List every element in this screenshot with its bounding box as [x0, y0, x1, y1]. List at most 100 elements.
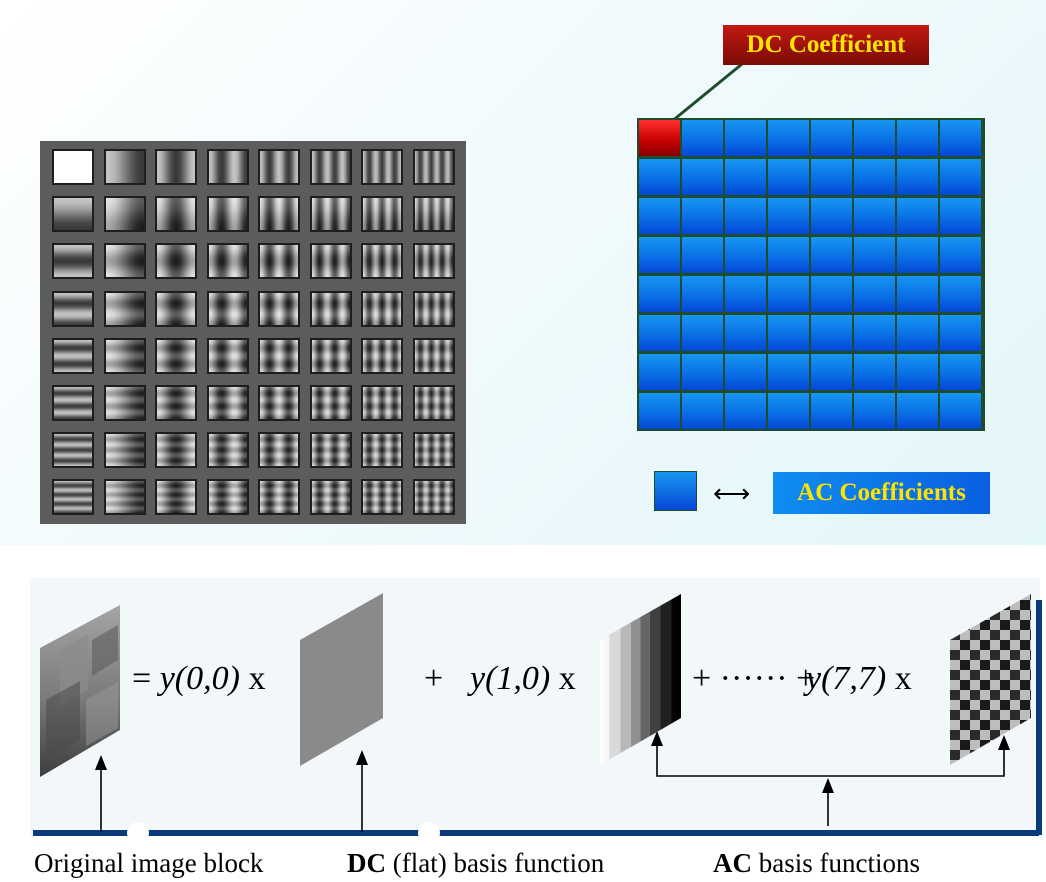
ac-coefficient-cell	[682, 159, 723, 195]
dct-basis-cell	[206, 243, 249, 280]
dct-basis-cell	[412, 479, 455, 516]
ac-coefficient-swatch	[654, 471, 697, 511]
ac-coefficient-cell	[940, 276, 981, 312]
ac-coefficient-cell	[725, 198, 766, 234]
dct-basis-cell	[258, 479, 300, 516]
ac-coefficient-cell	[897, 393, 938, 429]
ac-coefficient-cell	[940, 159, 981, 195]
ac-coefficient-cell	[725, 237, 766, 273]
dct-basis-cell	[412, 196, 455, 233]
dct-basis-cell	[412, 432, 455, 469]
times-sign: x	[550, 660, 576, 697]
ac-coefficient-cell	[940, 315, 981, 351]
dct-basis-cell	[155, 243, 197, 280]
dct-basis-cell	[309, 385, 352, 421]
dct-basis-cell	[103, 149, 146, 185]
ac-coefficient-cell	[897, 159, 938, 195]
dct-basis-cell	[103, 385, 146, 421]
ac-coefficient-cell	[768, 237, 809, 273]
caption-ac-basis: AC basis functions	[713, 848, 920, 879]
dct-basis-cell	[361, 243, 403, 280]
dct-basis-cell	[103, 290, 146, 327]
ac-coefficient-cell	[811, 315, 852, 351]
ac-coefficient-cell	[639, 354, 680, 390]
dct-basis-cell	[52, 432, 94, 469]
term-y10: y(1,0) x	[470, 660, 576, 698]
dct-basis-function-grid	[40, 141, 466, 524]
ac-coefficient-cell	[940, 237, 981, 273]
ac-coefficient-cell	[811, 198, 852, 234]
dct-basis-cell	[361, 385, 403, 421]
dct-basis-cell	[309, 290, 352, 327]
dct-basis-cell	[258, 149, 300, 185]
dct-basis-cell	[155, 149, 197, 185]
ac-coefficient-cell	[940, 393, 981, 429]
ac-coefficient-cell	[854, 237, 895, 273]
dct-basis-cell	[52, 290, 94, 327]
dct-basis-cell	[309, 479, 352, 516]
dct-basis-cell	[361, 479, 403, 516]
dct-basis-cell	[361, 432, 403, 469]
dct-basis-cell	[412, 385, 455, 421]
dct-basis-cell	[258, 385, 300, 421]
ac-coefficient-cell	[940, 198, 981, 234]
ac-coefficient-cell	[854, 315, 895, 351]
pointer-arrows	[100, 743, 1005, 832]
ac-coefficient-cell	[768, 393, 809, 429]
ac-coefficient-cell	[854, 120, 895, 156]
dct-basis-cell	[206, 385, 249, 421]
ac-coefficient-cell	[811, 354, 852, 390]
dct-basis-cell	[258, 196, 300, 233]
coef-y10: y(1,0)	[470, 660, 551, 697]
dct-basis-cell	[103, 196, 146, 233]
dct-basis-cell	[258, 337, 300, 374]
ac-coefficient-cell	[811, 237, 852, 273]
ac-coefficient-cell	[768, 354, 809, 390]
ac-coefficient-cell	[897, 120, 938, 156]
arrow-heads	[95, 731, 1010, 793]
dct-basis-cell	[155, 479, 197, 516]
dct-basis-cell	[52, 337, 94, 374]
dct-basis-cell	[361, 196, 403, 233]
ac-coefficient-cell	[854, 159, 895, 195]
times-sign: x	[886, 660, 912, 697]
ac-basis-block-1-0	[600, 594, 681, 765]
ac-coefficient-cell	[725, 393, 766, 429]
ac-coefficient-cell	[639, 237, 680, 273]
ac-coefficient-cell	[725, 159, 766, 195]
dct-basis-cell	[103, 337, 146, 374]
dct-basis-cell	[155, 432, 197, 469]
dct-basis-cell	[412, 243, 455, 280]
dct-basis-cell	[155, 337, 197, 374]
dc-coefficient-label: DC Coefficient	[723, 25, 929, 65]
equals-sign: =	[132, 660, 160, 697]
dct-basis-cell	[206, 432, 249, 469]
dct-basis-cell	[309, 243, 352, 280]
dc-coefficient-cell	[639, 120, 680, 156]
dct-basis-cell	[52, 196, 94, 233]
caption-ac-rest: basis functions	[752, 848, 920, 878]
ac-coefficient-cell	[768, 120, 809, 156]
ac-coefficient-cell	[854, 276, 895, 312]
dct-basis-cell	[206, 149, 249, 185]
ac-coefficient-cell	[682, 237, 723, 273]
basis-decomposition-panel	[0, 560, 1046, 882]
dct-basis-cell	[258, 290, 300, 327]
caption-original-block: Original image block	[34, 848, 264, 878]
caption-ac-bold: AC	[713, 848, 752, 878]
caption-dc-basis: DC (flat) basis function	[347, 848, 604, 879]
ac-coefficient-cell	[940, 354, 981, 390]
plus-sign: +	[424, 660, 444, 697]
ac-coefficient-cell	[725, 315, 766, 351]
ac-coefficient-cell	[639, 198, 680, 234]
dct-basis-cell	[52, 243, 94, 280]
ac-coefficient-cell	[682, 276, 723, 312]
ac-coefficient-cell	[639, 276, 680, 312]
dct-basis-cell	[258, 243, 300, 280]
ac-coefficient-cell	[897, 237, 938, 273]
ac-coefficient-cell	[725, 120, 766, 156]
ac-coefficient-cell	[639, 315, 680, 351]
dct-basis-cell	[103, 243, 146, 280]
ac-basis-block-7-7	[950, 594, 1031, 765]
ac-coefficient-cell	[854, 354, 895, 390]
